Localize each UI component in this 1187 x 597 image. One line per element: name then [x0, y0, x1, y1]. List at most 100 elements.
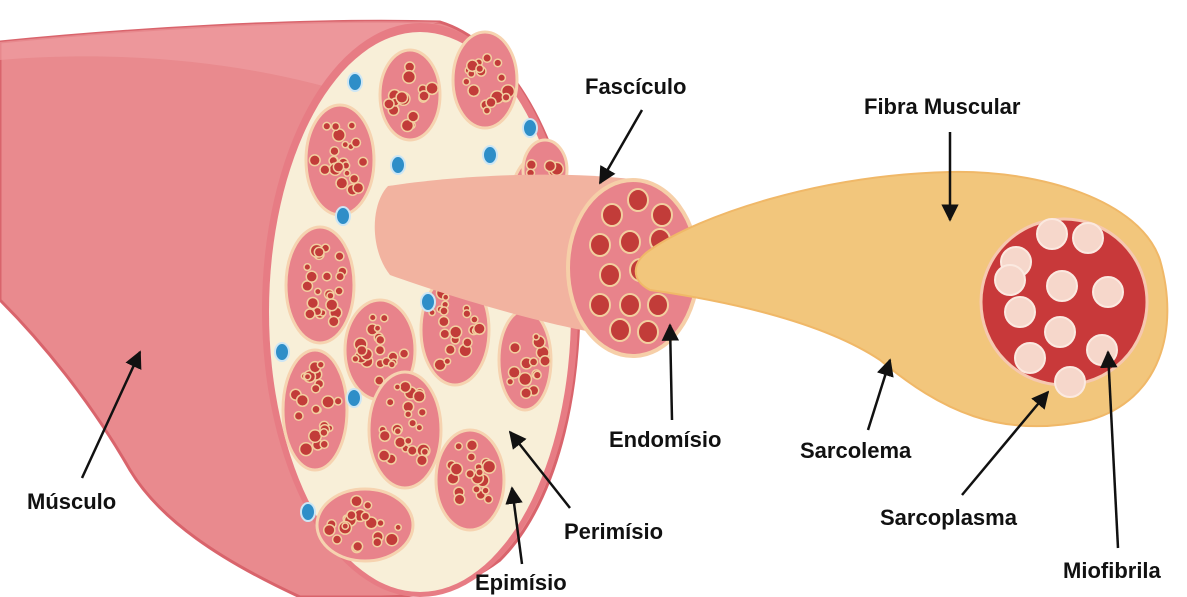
muscle-fiber-dot: [405, 437, 412, 444]
muscle-fiber-dot: [476, 469, 483, 476]
muscle-fiber-dot: [322, 396, 334, 408]
muscle-fiber-dot: [348, 122, 355, 129]
myofibril: [1087, 335, 1117, 365]
fascicle: [283, 350, 347, 470]
muscle-fiber-dot: [439, 317, 449, 327]
muscle-fiber-dot: [502, 93, 510, 101]
fiber-cross-section: [590, 234, 610, 256]
muscle-fiber-dot: [329, 316, 339, 326]
label-perimisio: Perimísio: [564, 519, 663, 544]
muscle-fiber-dot: [467, 453, 475, 461]
muscle-fiber-dot: [416, 424, 422, 430]
muscle-fiber-dot: [305, 309, 315, 319]
muscle-fiber-dot: [297, 395, 309, 407]
fascicle: [499, 310, 551, 410]
muscle-fiber-dot: [323, 272, 332, 281]
myofibril: [1015, 343, 1045, 373]
muscle-fiber-dot: [463, 310, 471, 318]
muscle-fiber-dot: [421, 448, 428, 455]
blood-vessel: [347, 389, 361, 407]
muscle-fiber-dot: [545, 160, 556, 171]
muscle-fiber-dot: [309, 155, 320, 166]
muscle-fiber-dot: [471, 316, 478, 323]
muscle-fiber-dot: [342, 141, 348, 147]
muscle-fiber-dot: [320, 429, 328, 437]
muscle-fiber-dot: [377, 520, 384, 527]
muscle-fiber-dot: [300, 443, 313, 456]
myofibril: [1047, 271, 1077, 301]
muscle-fiber-dot: [376, 336, 385, 345]
muscle-fiber-dot: [419, 91, 429, 101]
muscle-fiber-dot: [324, 525, 335, 536]
muscle-fiber-dot: [486, 98, 496, 108]
blood-vessel: [483, 146, 497, 164]
fascicle: [453, 32, 517, 128]
muscle-fiber-dot: [353, 542, 363, 552]
blood-vessel: [391, 156, 405, 174]
muscle-fiber-dot: [352, 356, 359, 363]
muscle-fiber-dot: [494, 59, 502, 67]
muscle-fiber-dot: [400, 381, 411, 392]
muscle-fiber-dot: [327, 292, 334, 299]
muscle-fiber-dot: [344, 170, 350, 176]
muscle-fiber-dot: [315, 288, 321, 294]
muscle-fiber-dot: [342, 523, 348, 529]
label-endomisio: Endomísio: [609, 427, 721, 452]
label-musculo: Músculo: [27, 489, 116, 514]
muscle-fiber-dot: [527, 160, 537, 170]
fiber-cross-section: [590, 294, 610, 316]
arrow-sarcolema: [868, 360, 890, 430]
muscle-fiber-dot: [314, 247, 324, 257]
muscle-fiber-dot: [312, 384, 320, 392]
label-sarcoplasma: Sarcoplasma: [880, 505, 1018, 530]
myofibril: [1055, 367, 1085, 397]
myofibril: [1045, 317, 1075, 347]
muscle-fiber-dot: [463, 338, 472, 347]
blood-vessel: [348, 73, 362, 91]
muscle-fiber-dot: [485, 495, 493, 503]
muscle-fiber-dot: [483, 54, 491, 62]
muscle-fiber-dot: [333, 535, 342, 544]
muscle-fiber-dot: [330, 147, 339, 156]
muscle-fiber-dot: [323, 122, 331, 130]
muscle-fiber-dot: [510, 342, 520, 352]
muscle-fiber-dot: [396, 92, 408, 104]
label-sarcolema: Sarcolema: [800, 438, 912, 463]
muscle-fiber-dot: [417, 455, 428, 466]
muscle-fiber-dot: [304, 374, 310, 380]
blood-vessel: [336, 207, 350, 225]
fascicle: [317, 489, 413, 561]
muscle-fiber-dot: [455, 443, 462, 450]
muscle-fiber-dot: [389, 361, 396, 368]
muscle-fiber-dot: [374, 325, 380, 331]
muscle-fiber-dot: [395, 437, 406, 448]
label-fasciculo: Fascículo: [585, 74, 686, 99]
muscle-fiber-dot: [440, 307, 448, 315]
muscle-fiber-dot: [405, 411, 412, 418]
muscle-fiber-dot: [530, 358, 538, 366]
fiber-cross-section: [652, 204, 672, 226]
muscle-fiber-dot: [474, 323, 485, 334]
muscle-fiber-dot: [379, 431, 390, 442]
muscle-fiber-dot: [482, 487, 489, 494]
muscle-fiber-dot: [413, 391, 425, 403]
muscle-fiber-dot: [533, 371, 541, 379]
muscle-fiber-dot: [444, 358, 450, 364]
muscle-fiber-dot: [350, 174, 359, 183]
blood-vessel: [275, 343, 289, 361]
muscle-fiber-dot: [379, 450, 390, 461]
muscle-fiber-dot: [394, 384, 400, 390]
fascicle: [369, 372, 441, 488]
fascicle: [306, 105, 374, 215]
muscle-fiber-dot: [335, 287, 343, 295]
muscle-fiber-dot: [408, 111, 419, 122]
fiber-cross-section: [620, 294, 640, 316]
muscle-fiber-dot: [454, 494, 465, 505]
muscle-fiber-dot: [381, 314, 388, 321]
muscle-fiber-dot: [418, 408, 426, 416]
fiber-cross-section: [638, 321, 658, 343]
muscle-fiber-dot: [463, 78, 470, 85]
muscle-fiber-dot: [409, 419, 416, 426]
muscle-fiber-dot: [473, 486, 480, 493]
muscle-fiber-dot: [336, 177, 348, 189]
